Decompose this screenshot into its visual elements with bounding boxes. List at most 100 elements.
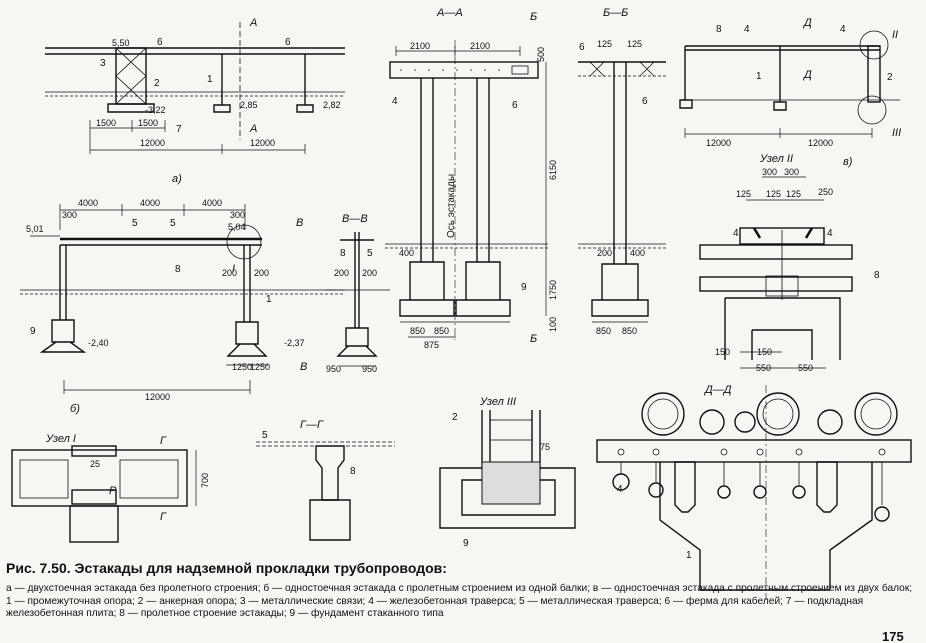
- callout-1-vv: 1: [756, 71, 762, 82]
- callout-4-aa: 4: [392, 96, 398, 107]
- callout-node-iii: III: [892, 127, 901, 139]
- dim-1500-a1: 1500: [96, 118, 116, 128]
- label-section-gg: Г—Г: [300, 419, 324, 431]
- dim-875: 875: [424, 340, 439, 350]
- dim-12000-b: 12000: [145, 392, 170, 402]
- elev-5-50: 5,50: [112, 38, 130, 48]
- node-II: [699, 176, 853, 369]
- callout-6-a1: 6: [157, 37, 163, 48]
- callout-8-gg: 8: [350, 466, 356, 477]
- callout-8-ii: 8: [874, 270, 880, 281]
- elev-2-40: -2,40: [88, 338, 109, 348]
- dim-4000-2: 4000: [140, 198, 160, 208]
- node-III: [439, 410, 576, 529]
- dim-950-2: 950: [362, 364, 377, 374]
- dim-25: 25: [90, 459, 100, 469]
- dim-300-ii2: 300: [784, 167, 799, 177]
- dim-12000-a2: 12000: [250, 138, 275, 148]
- section-aa: [385, 40, 548, 340]
- dim-850-bb1: 850: [596, 326, 611, 336]
- dim-1250-2: 1250: [250, 362, 270, 372]
- dim-700: 700: [200, 473, 210, 488]
- callout-7-a: 7: [176, 124, 182, 135]
- callout-5-b1: 5: [132, 218, 138, 229]
- label-section-bb: Б—Б: [603, 7, 628, 19]
- label-section-dd: Д—Д: [703, 384, 732, 396]
- elev-2-82: 2,82: [323, 100, 341, 110]
- label-section-aa: А—А: [436, 7, 463, 19]
- dim-2100-2: 2100: [470, 41, 490, 51]
- drawing-labels: а) б) в) А—А Б—Б В—В Г—Г Д—Д Узел I Узел…: [45, 7, 901, 523]
- section-bb: [578, 61, 666, 323]
- label-node-ii: Узел II: [759, 153, 793, 165]
- cut-mark-g-top: Г: [160, 435, 167, 447]
- dim-4000-1: 4000: [78, 198, 98, 208]
- section-dd: [596, 385, 912, 600]
- dim-300-b2: 300: [230, 210, 245, 220]
- label-view-b: б): [70, 403, 80, 415]
- callout-3-a: 3: [100, 58, 106, 69]
- label-node-i: Узел I: [45, 433, 76, 445]
- view-a: [45, 22, 345, 154]
- dim-150-2: 150: [757, 347, 772, 357]
- callout-4-ii1: 4: [733, 228, 739, 239]
- dim-6150: 6150: [548, 160, 558, 180]
- dim-300-ii1: 300: [762, 167, 777, 177]
- callout-1-b: 1: [266, 294, 272, 305]
- elev-3-22: -3,22: [145, 105, 166, 115]
- dim-400-aa: 400: [399, 248, 414, 258]
- label-view-a: а): [172, 173, 182, 185]
- callout-5-v: 5: [367, 248, 373, 259]
- dim-200-v2: 200: [362, 268, 377, 278]
- callout-2-iii: 2: [452, 412, 458, 423]
- cut-mark-a-bottom: А: [249, 123, 257, 135]
- label-node-iii: Узел III: [479, 396, 516, 408]
- label-p: Р: [109, 485, 117, 497]
- dimension-labels: 12000 12000 1500 1500 4000 4000 4000 300…: [62, 39, 833, 488]
- dim-850-aa2: 850: [434, 326, 449, 336]
- dim-2100-1: 2100: [410, 41, 430, 51]
- dim-1250-1: 1250: [232, 362, 252, 372]
- elev-2-85: 2,85: [240, 100, 258, 110]
- cut-mark-v-top: В: [296, 217, 303, 229]
- view-b: [20, 204, 345, 394]
- dim-125-bb2: 125: [627, 39, 642, 49]
- dim-12000-a1: 12000: [140, 138, 165, 148]
- dim-300-b1: 300: [62, 210, 77, 220]
- callout-5-b2: 5: [170, 218, 176, 229]
- dim-550-1: 550: [756, 363, 771, 373]
- view-v: [679, 30, 900, 138]
- dim-550-2: 550: [798, 363, 813, 373]
- elev-2-37: -2,37: [284, 338, 305, 348]
- callout-6-a2: 6: [285, 37, 291, 48]
- dim-1500-a2: 1500: [138, 118, 158, 128]
- callout-8-v: 8: [340, 248, 346, 259]
- callout-8-vv: 8: [716, 24, 722, 35]
- caption-description: а — двухстоечная эстакада без пролетного…: [6, 583, 913, 619]
- callout-4-vv1: 4: [744, 24, 750, 35]
- callout-6-bb1: 6: [579, 42, 585, 53]
- dim-200-bb: 200: [597, 248, 612, 258]
- callout-1-a: 1: [207, 74, 213, 85]
- callout-6-aa: 6: [512, 100, 518, 111]
- callout-4-vv2: 4: [840, 24, 846, 35]
- elev-5-01: 5,01: [26, 224, 44, 234]
- callout-2-vv: 2: [887, 72, 893, 83]
- elev-5-04: 5,04: [228, 222, 246, 232]
- dim-150-1: 150: [715, 347, 730, 357]
- section-vv: [325, 232, 390, 367]
- dim-400-bb: 400: [630, 248, 645, 258]
- callout-9-b: 9: [30, 326, 36, 337]
- cut-mark-a-top: А: [249, 17, 257, 29]
- dim-850-aa1: 850: [410, 326, 425, 336]
- dim-125-ii2: 125: [766, 189, 781, 199]
- dim-75: 75: [540, 442, 550, 452]
- cut-mark-g-bottom: Г: [160, 511, 167, 523]
- cut-mark-v-bottom: В: [300, 361, 307, 373]
- callout-9-aa: 9: [521, 282, 527, 293]
- dim-4000-3: 4000: [202, 198, 222, 208]
- callout-1-dd: 1: [686, 550, 692, 561]
- callout-6-bb2: 6: [642, 96, 648, 107]
- dim-12000-v1: 12000: [706, 138, 731, 148]
